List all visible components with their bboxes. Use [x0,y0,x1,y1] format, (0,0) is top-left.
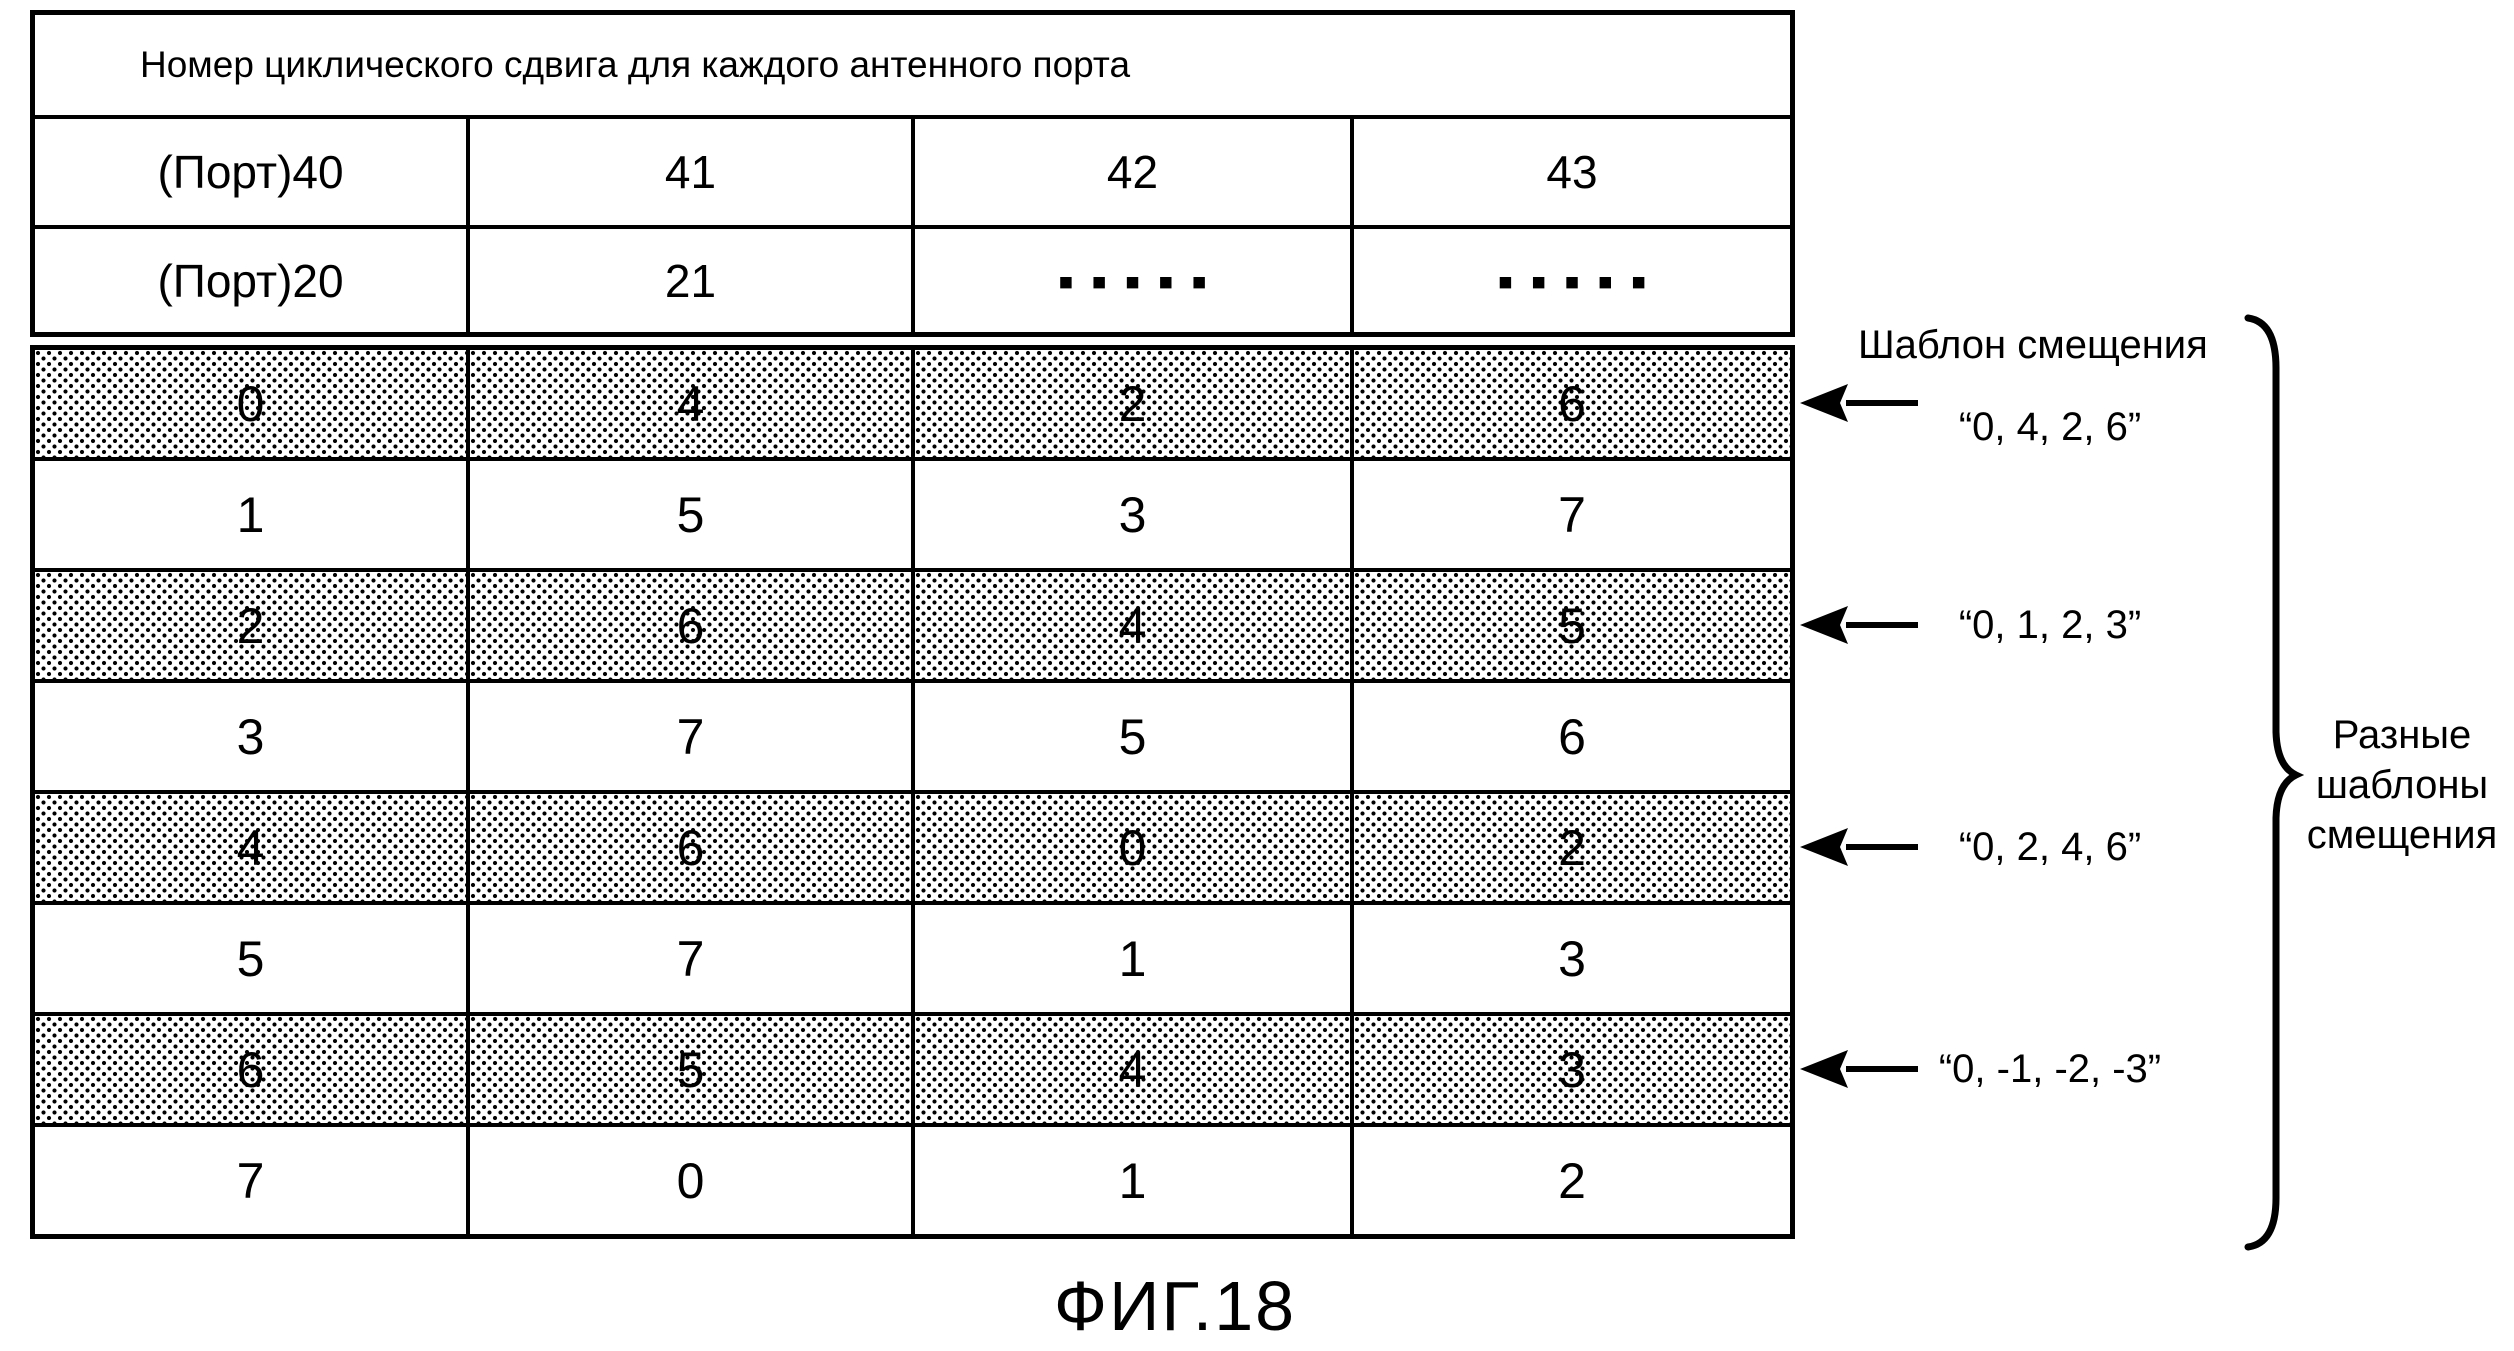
table-cell: 4 [911,1016,1350,1123]
table-cell: 6 [35,1016,467,1123]
table-cell: 1 [236,486,265,543]
table-cell: 5 [1350,572,1790,679]
table-cell: 5 [911,683,1350,790]
table-row: 0 4 2 6 [35,350,1790,457]
table-cell: 6 [1350,683,1790,790]
table-cell: 3 [1350,905,1790,1012]
port-row-40: (Порт)40 41 42 43 [35,119,1790,229]
table-row: 7 0 1 2 [35,1123,1790,1234]
table-cell: 0 [911,794,1350,901]
table-cell: 6 [1350,350,1790,457]
shift-pattern-value: “0, 2, 4, 6” [1958,825,2142,869]
table-cell: 6 [466,794,911,901]
table-cell: 4 [466,350,911,457]
table-cell: 0 [466,1127,911,1234]
table-cell: 4 [35,794,467,901]
table-cell: 1 [911,905,1350,1012]
brace-label-line: смещения [2306,813,2498,857]
table-cell: 2 [1350,794,1790,901]
table-row: 3 7 5 6 [35,679,1790,790]
ellipsis-dots: ▪▪▪▪▪ [1350,229,1790,332]
table-cell: 7 [466,905,911,1012]
table-row: 2 6 4 5 [35,568,1790,679]
table-cell: (Порт)20 [157,254,344,307]
table-row: 4 6 0 2 [35,790,1790,901]
table-cell: 2 [911,350,1350,457]
table-cell: 6 [466,572,911,679]
brace-label-line: шаблоны [2315,763,2489,807]
brace-label-line: Разные [2332,713,2472,757]
table-cell: 2 [35,572,467,679]
table-cell: 7 [1350,461,1790,568]
shift-pattern-value: “0, 1, 2, 3” [1958,603,2142,647]
table-cell: 5 [466,1016,911,1123]
different-patterns-label: Разные шаблоны смещения [2290,710,2514,860]
table-title: Номер циклического сдвига для каждого ан… [35,15,1790,119]
table-cell: 7 [466,683,911,790]
table-cell: 7 [236,1152,265,1209]
shift-pattern-title: Шаблон смещения [1858,323,2208,367]
table-row: 6 5 4 3 [35,1012,1790,1123]
table-cell: 2 [1350,1127,1790,1234]
table-cell: 41 [466,119,911,225]
table-cell: 43 [1350,119,1790,225]
table-cell: 3 [236,708,265,765]
grouping-brace [2244,314,2305,1251]
table-cell: 5 [236,930,265,987]
table-row: 1 5 3 7 [35,457,1790,568]
port-row-20: (Порт)20 21 ▪▪▪▪▪ ▪▪▪▪▪ [35,229,1790,332]
table-cell: 3 [1350,1016,1790,1123]
table-body-section: 0 4 2 6 1 5 3 7 2 6 4 5 3 7 5 6 4 6 0 2 [30,345,1795,1239]
table-cell: 1 [911,1127,1350,1234]
table-cell: 42 [911,119,1350,225]
table-cell: 5 [466,461,911,568]
table-cell: 0 [35,350,467,457]
shift-pattern-value: “0, 4, 2, 6” [1958,405,2142,449]
table-cell: 21 [466,229,911,332]
table-cell: (Порт)40 [157,146,344,198]
table-header-section: Номер циклического сдвига для каждого ан… [30,10,1795,337]
figure-caption: ФИГ.18 [1053,1267,1297,1345]
table-row: 5 7 1 3 [35,901,1790,1012]
table-cell: 3 [911,461,1350,568]
shift-pattern-value: “0, -1, -2, -3” [1938,1047,2162,1091]
table-cell: 4 [911,572,1350,679]
ellipsis-dots: ▪▪▪▪▪ [911,229,1350,332]
